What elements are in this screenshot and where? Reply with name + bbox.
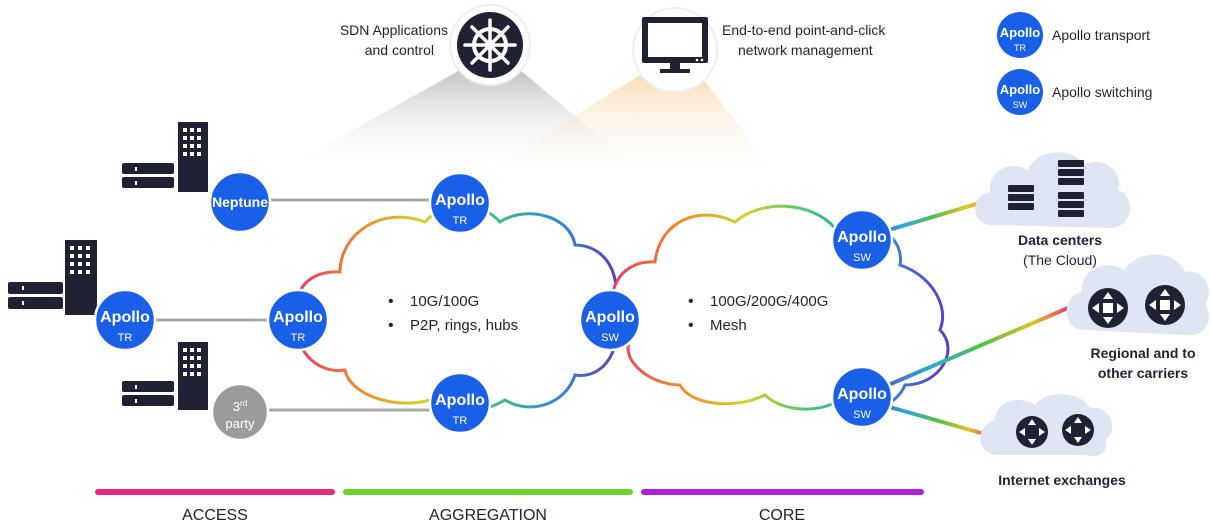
core-bar	[641, 489, 924, 495]
regional-cloud	[1066, 254, 1209, 336]
third-party-number: 3rd	[233, 399, 247, 414]
apollo-label: Apollo	[100, 309, 150, 326]
tr-code: TR	[118, 332, 133, 344]
router-icon	[1145, 285, 1185, 325]
regional-label-line2: other carriers	[1098, 365, 1188, 381]
legend-tr-label: Apollo transport	[1052, 27, 1150, 43]
sdn-label-line2: and control	[365, 42, 434, 58]
tr-code: TR	[453, 415, 468, 427]
agg-bullet-2: P2P, rings, hubs	[410, 317, 518, 334]
sw-code: SW	[853, 409, 871, 421]
sdn-label-line1: SDN Applications	[340, 22, 448, 38]
legend-sw-code: SW	[1013, 100, 1028, 110]
core-bullet-2: Mesh	[710, 317, 747, 334]
legend-sw-node: Apollo SW	[997, 69, 1043, 115]
building-icon	[178, 122, 208, 192]
switch-icon	[1016, 416, 1048, 448]
mgmt-label-line1: End-to-end point-and-click	[722, 22, 886, 38]
agg-bullet-dot1: •	[388, 293, 394, 310]
tr-code: TR	[453, 215, 468, 227]
building-icon	[178, 342, 208, 410]
mgmt-label-line2: network management	[738, 42, 873, 58]
core-bullet-dot2: •	[688, 317, 694, 334]
legend-tr-node: Apollo TR	[997, 12, 1043, 58]
monitor-icon	[632, 7, 718, 93]
router-icon	[1088, 288, 1128, 328]
apollo-sw-node-core-top[interactable]: Apollo SW	[830, 208, 894, 272]
third-party-node[interactable]: 3rd party	[210, 382, 270, 442]
server-icon	[122, 163, 174, 188]
legend-sw-label: Apollo switching	[1052, 84, 1152, 100]
apollo-tr-node-agg-top[interactable]: Apollo TR	[428, 171, 492, 235]
mgmt-beam	[480, 75, 780, 180]
server-icon	[8, 282, 63, 309]
apollo-label: Apollo	[837, 229, 887, 246]
apollo-sw-node-middle[interactable]: Apollo SW	[578, 288, 642, 352]
ix-label: Internet exchanges	[998, 472, 1126, 488]
neptune-node[interactable]: Neptune	[208, 170, 272, 234]
agg-bullet-dot2: •	[388, 317, 394, 334]
link-regional	[864, 303, 1076, 397]
section-aggregation-label: AGGREGATION	[429, 507, 547, 524]
third-party-label: party	[226, 416, 255, 431]
apollo-label: Apollo	[435, 192, 485, 209]
aggregation-bar	[343, 489, 633, 495]
legend-tr-apollo: Apollo	[1000, 25, 1040, 40]
regional-label-line1: Regional and to	[1091, 345, 1196, 361]
apollo-tr-node-agg-bottom[interactable]: Apollo TR	[428, 371, 492, 435]
apollo-tr-node-agg-left[interactable]: Apollo TR	[266, 288, 330, 352]
neptune-label: Neptune	[212, 194, 268, 210]
agg-bullet-1: 10G/100G	[410, 293, 479, 310]
core-bullet-1: 100G/200G/400G	[710, 293, 828, 310]
legend-sw-apollo: Apollo	[1000, 82, 1040, 97]
apollo-sw-node-core-bottom[interactable]: Apollo SW	[830, 365, 894, 429]
switch-icon	[1062, 414, 1094, 446]
dc-label-line1: Data centers	[1018, 232, 1102, 248]
server-icon	[122, 381, 174, 406]
server-rack-icon	[1008, 160, 1084, 217]
sw-code: SW	[853, 252, 871, 264]
apollo-tr-node-access[interactable]: Apollo TR	[93, 288, 157, 352]
dc-label-line2: (The Cloud)	[1023, 252, 1097, 268]
apollo-label: Apollo	[585, 309, 635, 326]
legend-tr-code: TR	[1014, 43, 1026, 53]
section-access-label: ACCESS	[182, 507, 248, 524]
tr-code: TR	[291, 332, 306, 344]
apollo-label: Apollo	[273, 309, 323, 326]
access-bar	[95, 489, 335, 495]
section-core-label: CORE	[759, 507, 805, 524]
apollo-label: Apollo	[435, 392, 485, 409]
third-party-sup: rd	[240, 399, 247, 408]
ix-cloud	[980, 394, 1113, 457]
apollo-label: Apollo	[837, 386, 887, 403]
core-bullet-dot1: •	[688, 293, 694, 310]
data-center-cloud	[975, 152, 1131, 228]
sw-code: SW	[601, 332, 619, 344]
sdn-helm-icon	[449, 4, 531, 86]
building-icon	[65, 240, 97, 315]
